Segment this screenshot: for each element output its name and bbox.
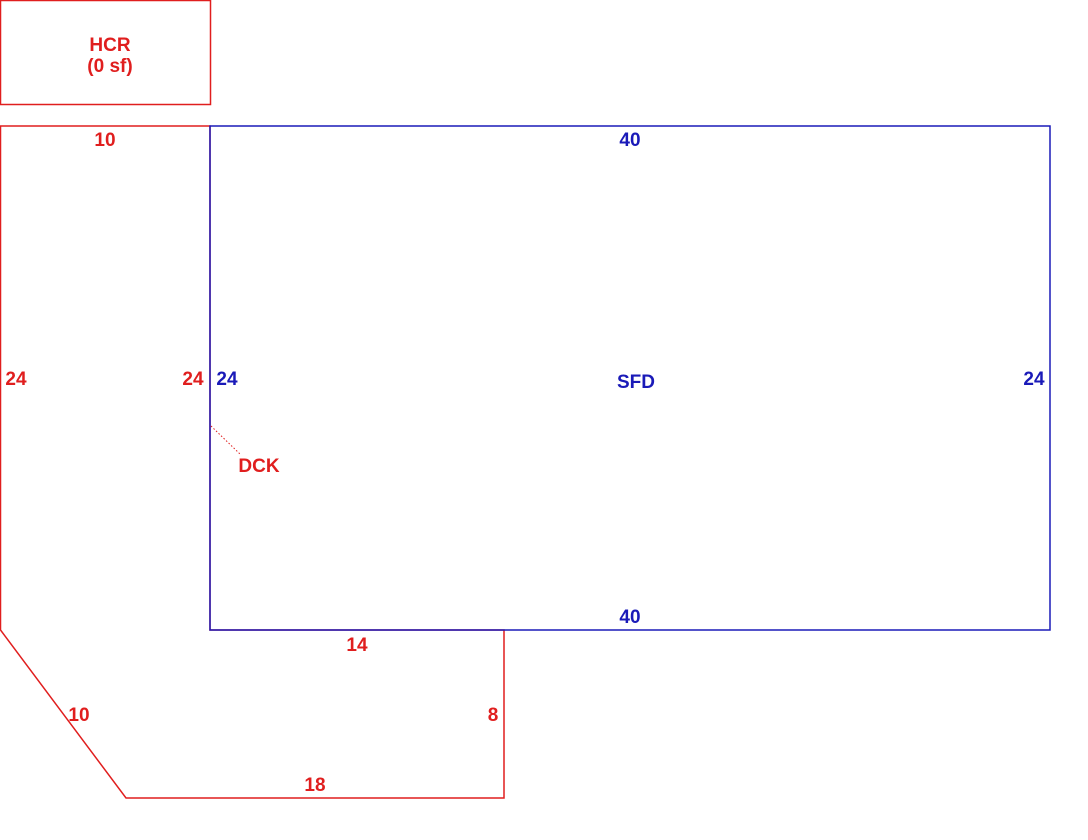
hcr-code-label: HCR (89, 35, 130, 56)
deck-dim-bottom-inner: 14 (346, 635, 368, 656)
house-outline (209, 125, 1051, 631)
house-label: SFD (617, 372, 655, 393)
deck-leader-line (210, 425, 242, 456)
house-dim-bottom: 40 (619, 607, 640, 628)
deck-dim-bottom: 18 (304, 775, 325, 796)
deck-dim-left: 24 (5, 369, 27, 390)
house-dim-left: 24 (216, 369, 238, 390)
house-dim-right: 24 (1023, 369, 1045, 390)
hcr-area-label: (0 sf) (87, 56, 132, 77)
deck-dim-diagonal: 10 (68, 705, 89, 726)
deck-dim-inner-right: 24 (182, 369, 204, 390)
house-dim-top: 40 (619, 130, 640, 151)
deck-dim-top: 10 (94, 130, 115, 151)
deck-label: DCK (238, 456, 279, 477)
deck-dim-right-lower: 8 (488, 705, 499, 726)
hcr-box (0, 0, 212, 106)
